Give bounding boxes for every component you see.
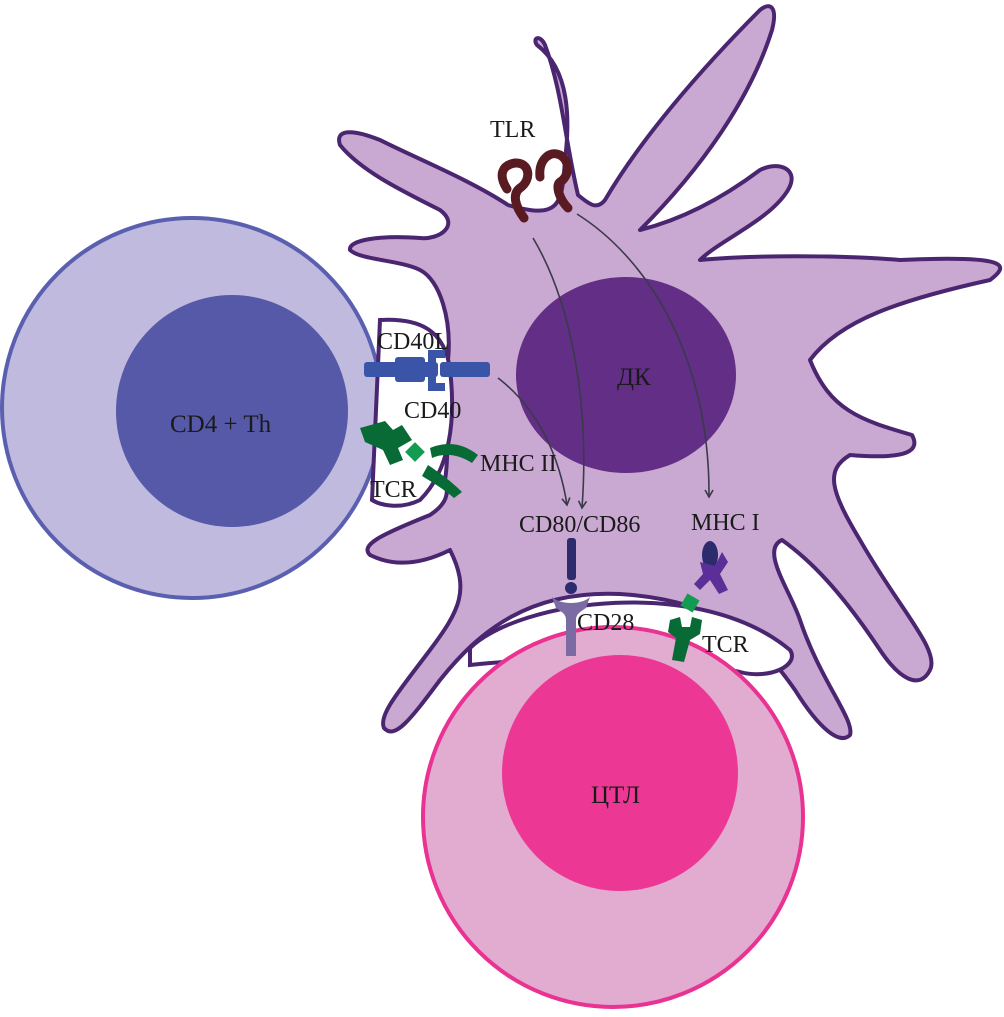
cd80-cd86-icon	[565, 538, 577, 594]
mhc1-icon	[694, 541, 728, 594]
cd28-label: CD28	[577, 610, 634, 636]
th-cell	[0, 216, 384, 600]
tlr-label: TLR	[490, 117, 535, 143]
tlr-icon	[497, 149, 573, 223]
cd40l-cd40-icon	[364, 350, 490, 391]
ctl-cell	[421, 625, 805, 1009]
tcr-ctl-label: TCR	[702, 632, 749, 658]
tcr-th-label: TCR	[370, 477, 417, 503]
th-cell-nucleus	[116, 295, 348, 527]
arrow-cd40-to-cd80	[497, 377, 571, 507]
ctl-cell-nucleus	[502, 655, 738, 891]
tcr-ctl-icon	[668, 593, 702, 662]
cd80-cd86-label: CD80/CD86	[519, 512, 640, 538]
cd40l-label: CD40L	[377, 329, 449, 355]
dendritic-cell-nucleus	[516, 277, 736, 473]
signal-arrows	[497, 213, 714, 510]
arrow-tlr-to-cd80	[532, 237, 588, 510]
dendritic-cell-label: ДК	[617, 364, 651, 391]
mhc2-label: MHC II	[480, 451, 557, 477]
mhc1-label: MHC I	[691, 510, 760, 536]
cd28-icon	[552, 597, 590, 656]
th-cell-label: CD4 + Th	[170, 411, 272, 438]
tcr-mhc2-complex-icon	[360, 421, 478, 498]
ctl-cell-label: ЦТЛ	[591, 782, 640, 809]
arrow-tlr-to-mhc1	[576, 213, 714, 499]
cd40-label: CD40	[404, 398, 461, 424]
